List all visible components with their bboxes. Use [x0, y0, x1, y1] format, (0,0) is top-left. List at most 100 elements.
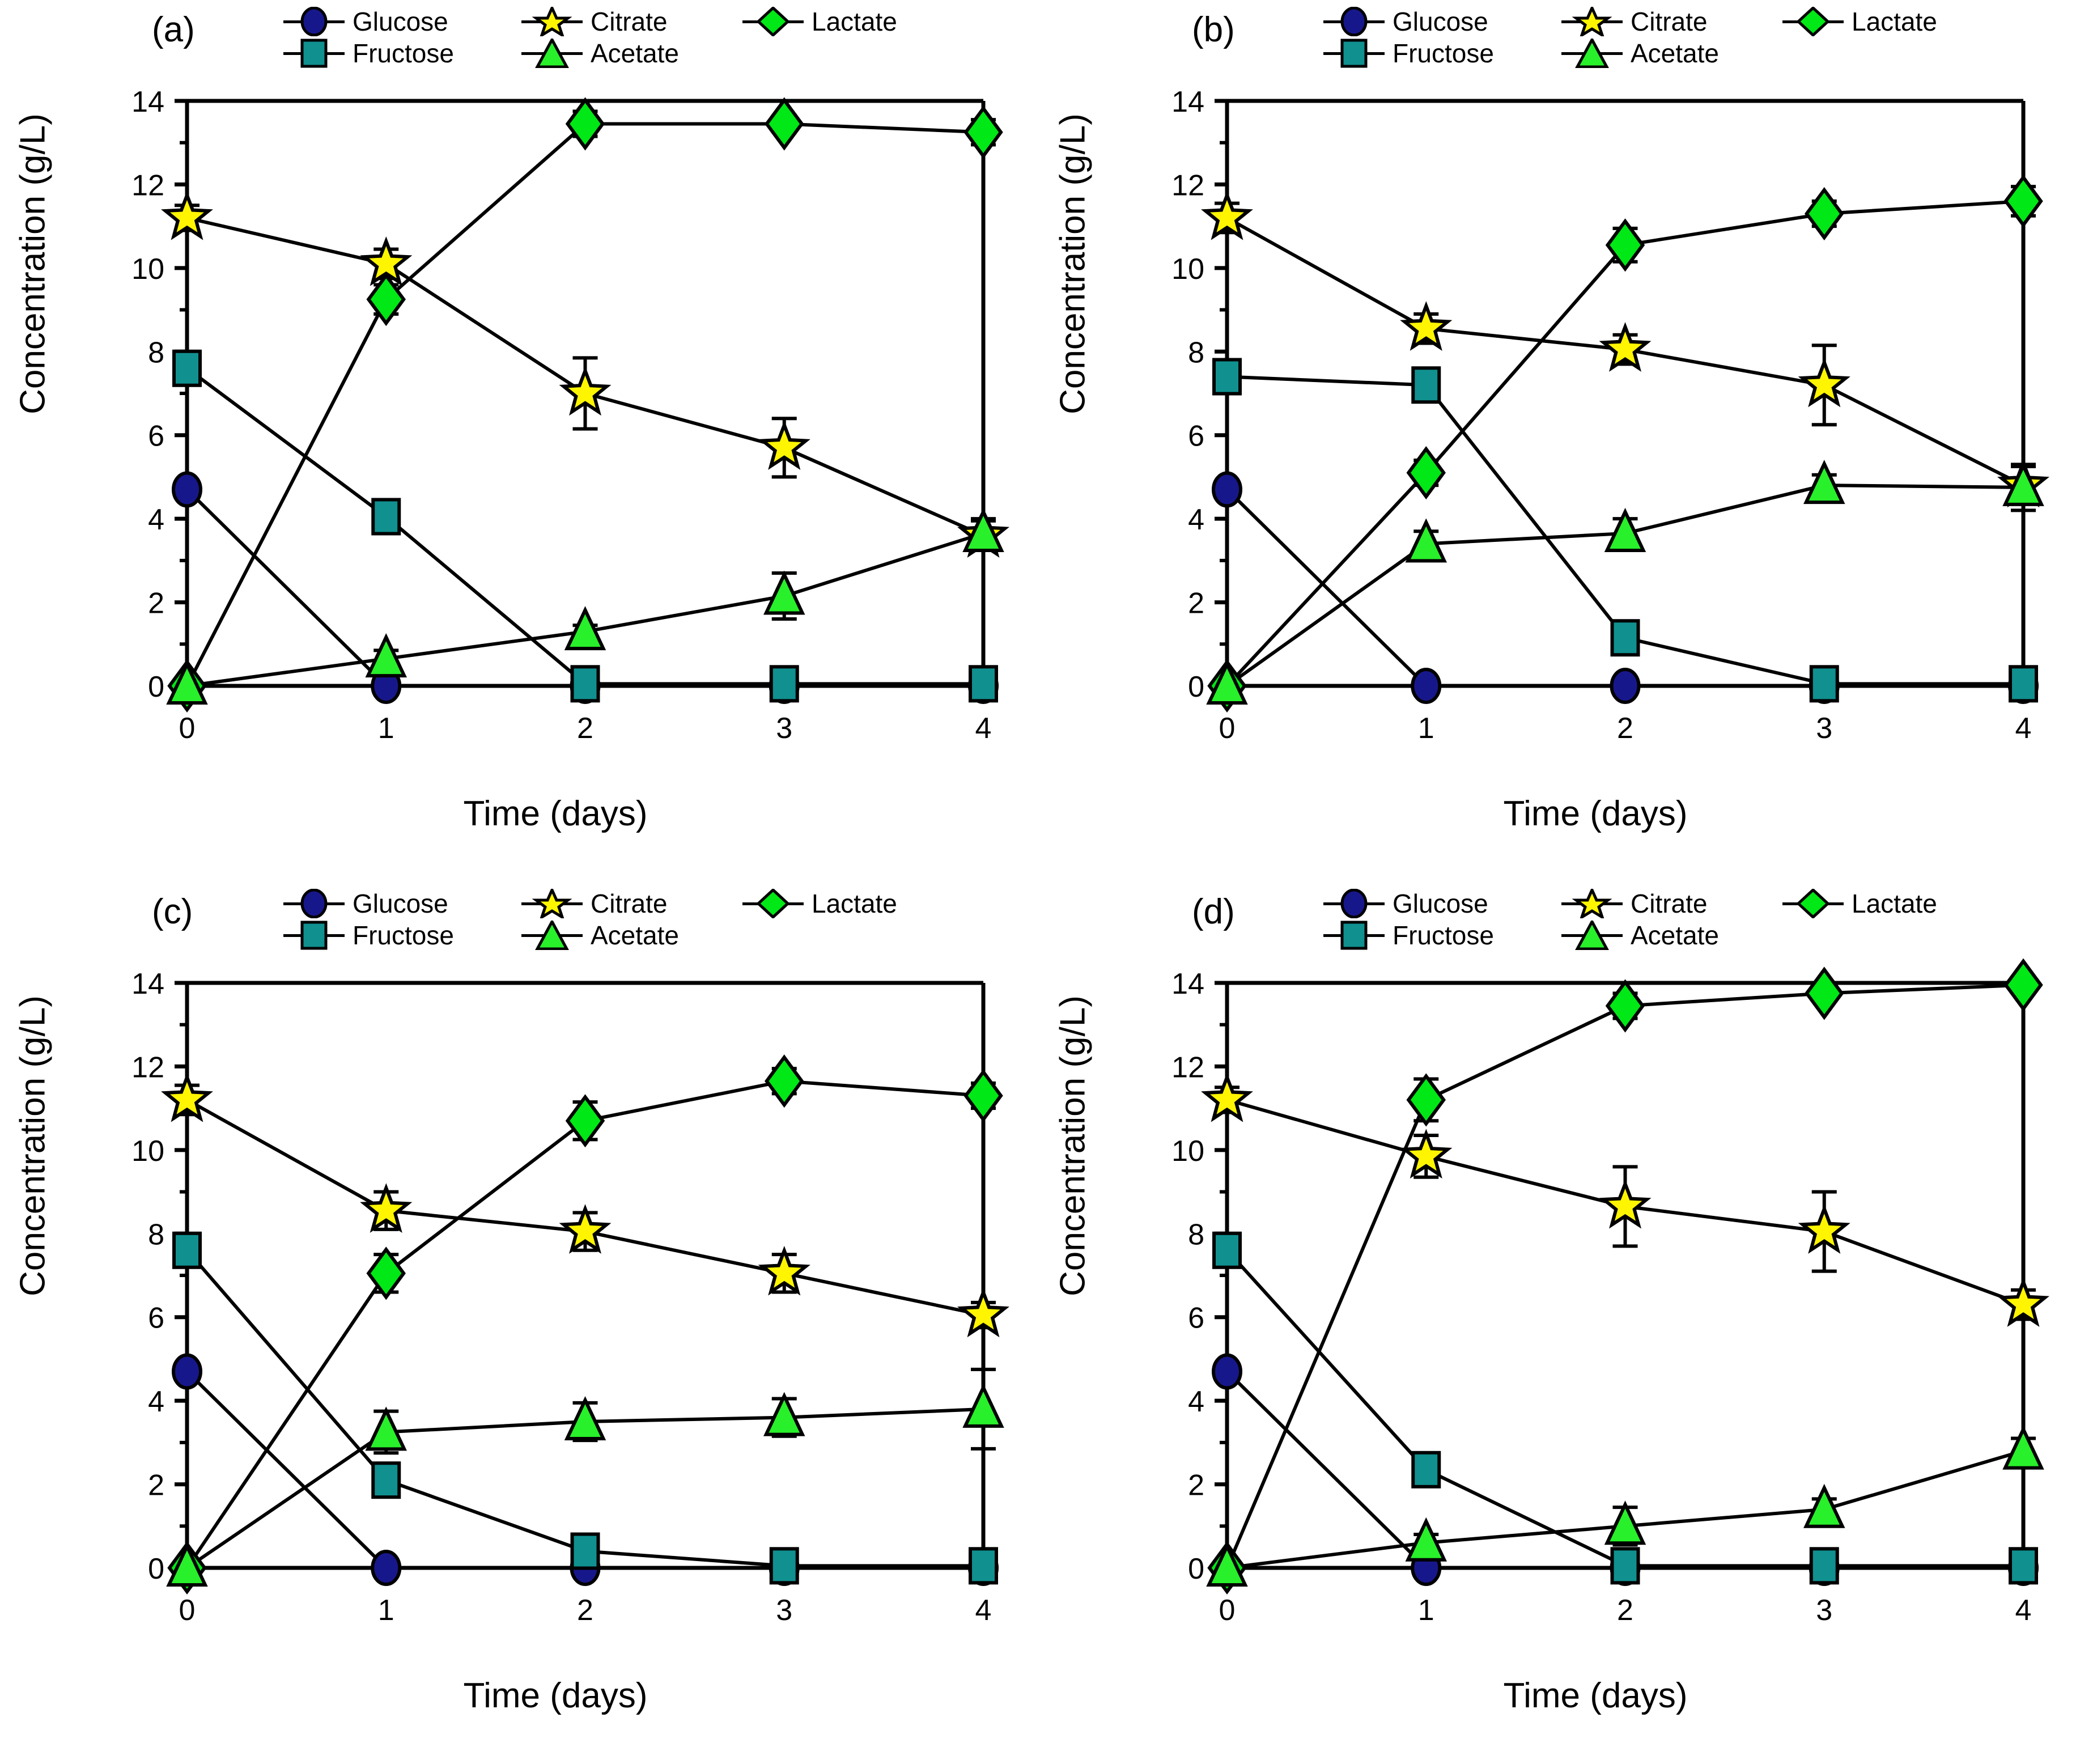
legend-label-fructose: Fructose: [1393, 921, 1494, 950]
legend-label-lactate: Lactate: [1852, 889, 1937, 918]
x-tick-label: 0: [179, 712, 196, 745]
data-point-acetate-marker: [564, 1396, 606, 1440]
y-tick-label: 14: [131, 86, 164, 118]
y-tick-label: 8: [148, 336, 164, 369]
x-tick-label: 1: [1418, 1594, 1434, 1627]
data-point-glucose-marker: [172, 1353, 202, 1390]
y-tick-label: 6: [1188, 420, 1204, 453]
square-icon: [283, 921, 345, 950]
data-point-fructose-marker: [172, 1231, 202, 1269]
legend-panel-d: Glucose Citrate Lactate: [1323, 888, 2015, 951]
y-tick-label: 2: [1188, 587, 1204, 620]
x-tick-label: 0: [1219, 1594, 1236, 1627]
data-point-citrate-marker: [559, 1204, 612, 1254]
x-tick-label: 2: [1617, 1594, 1633, 1627]
star-icon: [1561, 889, 1623, 918]
circle-icon: [1323, 7, 1385, 36]
legend-item-acetate: Acetate: [521, 919, 742, 951]
legend-item-glucose: Glucose: [283, 888, 521, 919]
legend-label-fructose: Fructose: [353, 39, 454, 68]
series-markers-acetate: [166, 1383, 1004, 1587]
y-tick-label: 0: [148, 671, 164, 703]
y-tick-label: 10: [1171, 1135, 1204, 1168]
y-tick-label: 8: [148, 1218, 164, 1251]
y-tick-label: 6: [148, 1302, 164, 1335]
legend-item-citrate: Citrate: [1561, 6, 1782, 37]
panel-tag-d: (d): [1192, 892, 1235, 931]
data-point-acetate-marker: [763, 1392, 805, 1436]
data-point-acetate-marker: [2002, 461, 2044, 506]
data-point-lactate-marker: [565, 1094, 605, 1148]
legend-label-citrate: Citrate: [591, 7, 668, 36]
data-point-fructose-marker: [1809, 1547, 1839, 1585]
diamond-icon: [742, 7, 804, 36]
y-tick-label: 12: [1171, 169, 1204, 202]
panel-tag-c: (c): [152, 892, 193, 931]
series-markers-acetate: [1206, 1425, 2044, 1587]
legend-item-fructose: Fructose: [1323, 37, 1561, 69]
data-point-citrate-marker: [1798, 357, 1850, 408]
data-point-citrate-marker: [957, 1287, 1010, 1338]
x-tick-label: 1: [1418, 712, 1434, 745]
circle-icon: [1323, 889, 1385, 918]
data-point-lactate-marker: [1805, 966, 1844, 1020]
y-tick-label: 0: [1188, 1553, 1204, 1585]
y-tick-label: 8: [1188, 1218, 1204, 1251]
legend-item-glucose: Glucose: [1323, 888, 1561, 919]
data-point-citrate-marker: [1400, 1129, 1453, 1179]
y-tick-label: 14: [1171, 968, 1204, 1000]
data-point-fructose-marker: [172, 349, 202, 387]
y-tick-label: 12: [131, 1051, 164, 1084]
legend-item-lactate: Lactate: [1782, 888, 2015, 919]
circle-icon: [283, 7, 345, 36]
panel-a: Glucose Citrate Lactate: [0, 0, 1040, 882]
data-point-lactate-marker: [366, 1246, 406, 1300]
y-tick-label: 10: [131, 253, 164, 286]
data-point-glucose-marker: [371, 1550, 402, 1586]
data-point-acetate-marker: [365, 1406, 407, 1451]
data-point-citrate-marker: [1201, 190, 1253, 240]
series-markers-citrate: [161, 1072, 1010, 1338]
legend-item-acetate: Acetate: [1561, 919, 1782, 951]
data-point-fructose-marker: [1809, 665, 1839, 703]
y-tick-label: 4: [1188, 503, 1204, 536]
series-markers-citrate: [161, 190, 1010, 558]
data-point-lactate-marker: [765, 1054, 804, 1108]
series-markers-lactate: [167, 97, 1003, 713]
panel-d: Glucose Citrate Lactate: [1040, 882, 2080, 1764]
series-glucose: [185, 488, 996, 688]
series-markers-acetate: [1206, 460, 2044, 705]
data-point-fructose-marker: [1610, 619, 1640, 657]
y-tick-label: 2: [148, 587, 164, 620]
diamond-icon: [1782, 889, 1844, 918]
square-icon: [1323, 39, 1385, 68]
data-point-acetate-marker: [166, 1542, 208, 1587]
data-point-fructose-marker: [769, 1547, 799, 1585]
legend-label-acetate: Acetate: [1631, 39, 1719, 68]
x-tick-label: 1: [378, 1594, 394, 1627]
x-tick-label: 4: [975, 1594, 992, 1627]
data-point-acetate-marker: [962, 507, 1004, 552]
y-tick-label: 6: [1188, 1302, 1204, 1335]
panel-c: Glucose Citrate Lactate: [0, 882, 1040, 1764]
data-point-acetate-marker: [564, 606, 606, 651]
triangle-icon: [1561, 921, 1623, 950]
data-point-fructose-marker: [1411, 1451, 1441, 1489]
data-point-fructose-marker: [570, 665, 600, 703]
data-point-citrate-marker: [758, 1245, 810, 1296]
data-point-acetate-marker: [365, 633, 407, 678]
y-tick-label: 6: [148, 420, 164, 453]
x-tick-label: 0: [179, 1594, 196, 1627]
series-markers-fructose: [1212, 1231, 2038, 1585]
x-tick-label: 4: [2015, 1594, 2032, 1627]
series-markers-glucose: [1212, 471, 2039, 704]
data-point-fructose-marker: [570, 1532, 600, 1570]
series-line-lactate: [1225, 199, 2024, 688]
legend-label-acetate: Acetate: [591, 39, 679, 68]
data-point-acetate-marker: [1206, 660, 1248, 705]
data-point-lactate-marker: [1406, 446, 1446, 500]
y-tick-label: 4: [1188, 1385, 1204, 1418]
x-axis-label-a: Time (days): [463, 794, 648, 833]
